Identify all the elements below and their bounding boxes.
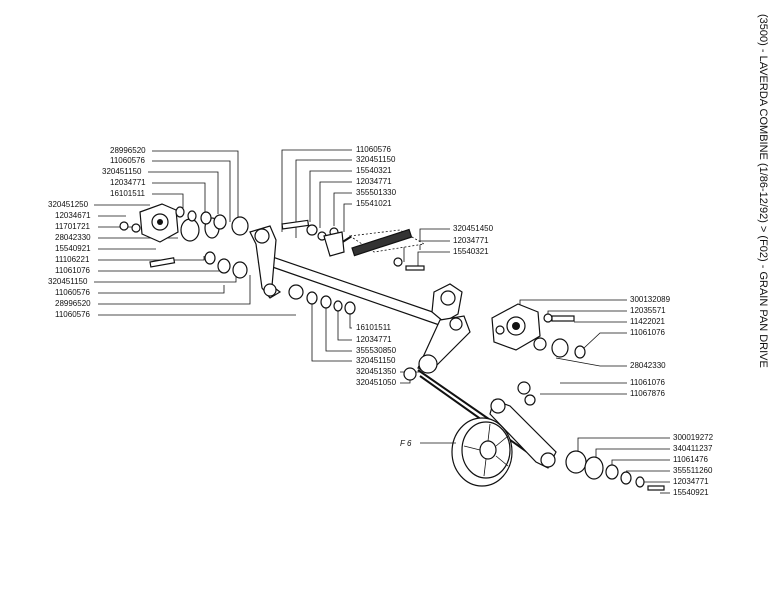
part-number-label: 15540921 — [55, 244, 91, 253]
connecting-rod — [403, 367, 557, 469]
part-number-label: 355501330 — [356, 188, 397, 197]
part-number-label: 12034771 — [356, 177, 392, 186]
shaft-washers — [288, 284, 356, 315]
part-number-label: 12034771 — [356, 335, 392, 344]
part-number-label: 300019272 — [673, 433, 714, 442]
part-number-label: 28042330 — [55, 233, 91, 242]
part-number-label: 15540921 — [673, 488, 709, 497]
part-number-label: 12034771 — [673, 477, 709, 486]
part-number-label: 12034671 — [55, 211, 91, 220]
part-number-label: 11067876 — [630, 389, 666, 398]
left-crank-arm — [249, 225, 282, 299]
part-number-label: 12034771 — [453, 236, 489, 245]
part-number-label: 11060576 — [110, 156, 146, 165]
part-number-label: 11060576 — [55, 310, 91, 319]
part-number-label: 16101511 — [110, 189, 146, 198]
pulley-wheel — [451, 417, 513, 487]
top-leader-lines — [281, 149, 450, 268]
part-number-label: 320451150 — [48, 277, 88, 286]
part-number-label: 11422021 — [630, 317, 666, 326]
part-number-label: 320451150 — [356, 356, 396, 365]
part-number-label: 355511260 — [673, 466, 713, 475]
part-number-label: 11060576 — [55, 288, 91, 297]
part-number-label: 11061076 — [630, 328, 666, 337]
right-labels: 300132089 12035571 11422021 11061076 280… — [630, 295, 714, 497]
central-crank — [417, 283, 471, 374]
left-labels: 28996520 11060576 320451150 12034771 161… — [48, 146, 146, 319]
part-number-label: 16101511 — [356, 323, 392, 332]
part-number-label: 11061476 — [673, 455, 709, 464]
left-bearing-housing — [119, 203, 249, 279]
part-number-label: 340411237 — [673, 444, 713, 453]
upper-arm — [281, 219, 426, 271]
diagram-title: (3500) - LAVERDA COMBINE (1/86-12/92) > … — [757, 14, 769, 368]
part-number-label: 11061076 — [630, 378, 666, 387]
part-number-label: 11701721 — [55, 222, 91, 231]
lower-right-bearing-stack — [565, 450, 665, 491]
right-bearing-housing — [491, 303, 586, 359]
part-number-label: 320451350 — [356, 367, 397, 376]
part-number-label: 15541021 — [356, 199, 392, 208]
part-number-label: 12035571 — [630, 306, 666, 315]
part-number-label: 320451150 — [102, 167, 142, 176]
part-number-label: 320451150 — [356, 155, 396, 164]
part-number-label: 28996520 — [110, 146, 146, 155]
part-number-label: 355530850 — [356, 346, 397, 355]
part-number-label: 15540321 — [356, 166, 392, 175]
part-number-label: 15540321 — [453, 247, 489, 256]
part-number-label: 11061076 — [55, 266, 91, 275]
part-number-label: 300132089 — [630, 295, 671, 304]
top-labels: 11060576 320451150 15540321 12034771 355… — [356, 145, 494, 256]
part-number-label: 28996520 — [55, 299, 91, 308]
part-number-label: 320451450 — [453, 224, 494, 233]
part-number-label: 11060576 — [356, 145, 392, 154]
part-number-label: 11106221 — [55, 255, 90, 264]
part-number-label: 320451050 — [356, 378, 397, 387]
figure-ref-label: F 6 — [400, 439, 412, 448]
part-number-label: 320451250 — [48, 200, 89, 209]
part-number-label: 12034771 — [110, 178, 146, 187]
main-shaft — [257, 251, 451, 329]
part-number-label: 28042330 — [630, 361, 666, 370]
middle-labels: 16101511 12034771 355530850 320451150 32… — [356, 323, 397, 387]
